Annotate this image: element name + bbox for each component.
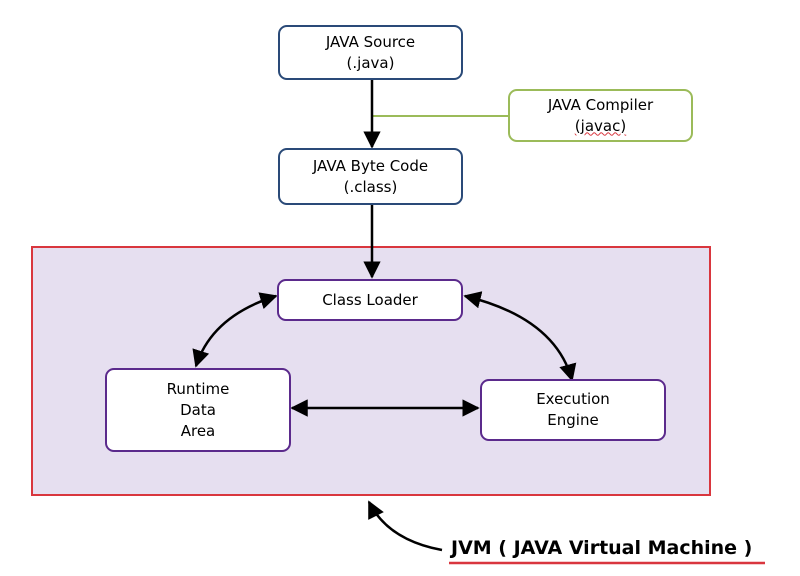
class-loader-node: Class Loader bbox=[277, 279, 463, 321]
java-source-ext: (.java) bbox=[346, 53, 395, 72]
java-compiler-title: JAVA Compiler bbox=[547, 95, 654, 114]
runtime-line3: Area bbox=[180, 421, 216, 440]
classloader-runtime-arrow bbox=[192, 292, 278, 368]
java-source-title: JAVA Source bbox=[325, 32, 416, 51]
runtime-data-area-node: Runtime Data Area bbox=[105, 368, 291, 452]
java-bytecode-ext: (.class) bbox=[343, 177, 398, 196]
java-bytecode-node: JAVA Byte Code (.class) bbox=[278, 148, 463, 205]
java-compiler-cmd: (javac) bbox=[574, 116, 627, 135]
execution-line2: Engine bbox=[547, 411, 599, 429]
execution-line1: Execution bbox=[536, 390, 610, 408]
runtime-line1: Runtime bbox=[166, 379, 230, 398]
jvm-caption: JVM ( JAVA Virtual Machine ) bbox=[451, 537, 753, 559]
java-bytecode-title: JAVA Byte Code bbox=[312, 156, 429, 175]
runtime-line2: Data bbox=[180, 400, 216, 419]
java-compiler-node: JAVA Compiler (javac) bbox=[508, 89, 693, 142]
class-loader-label: Class Loader bbox=[322, 290, 418, 309]
caption-pointer-arrow bbox=[367, 500, 443, 552]
execution-engine-node: Execution Engine bbox=[480, 379, 666, 441]
java-source-node: JAVA Source (.java) bbox=[278, 25, 463, 80]
classloader-execution-arrow bbox=[463, 291, 577, 382]
